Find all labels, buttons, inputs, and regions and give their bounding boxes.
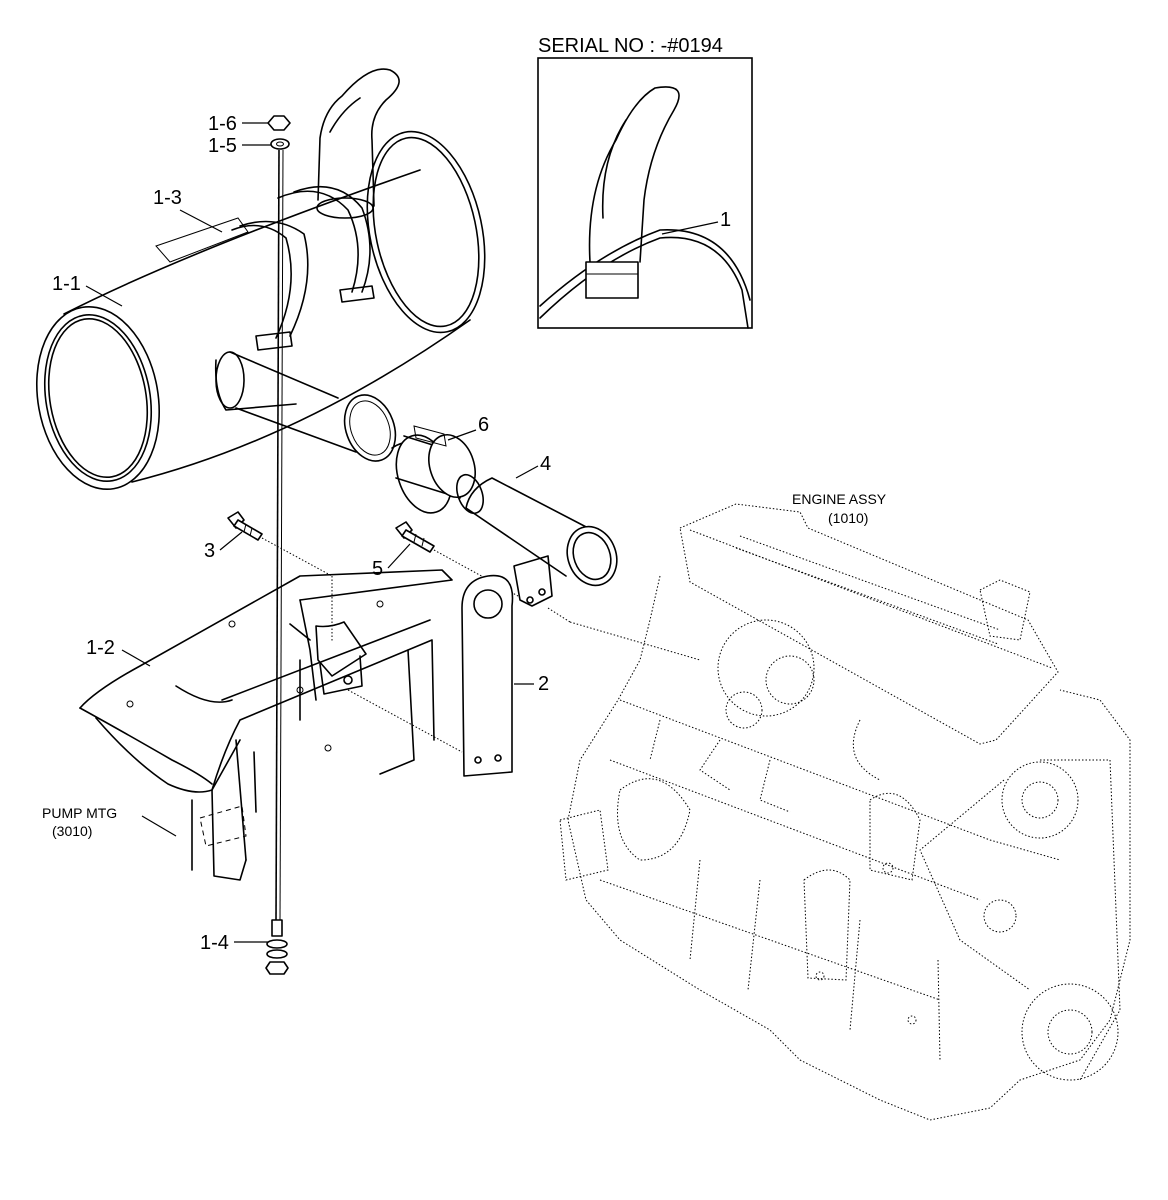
- callout-4: 4: [540, 453, 551, 475]
- bolt-3: [227, 511, 263, 541]
- callout-1-4: 1-4: [200, 932, 229, 954]
- muffler-bracket: [79, 569, 453, 881]
- exhaust-pipe: [456, 473, 618, 607]
- serial-inset: SERIAL NO : -#0194 1: [537, 35, 753, 329]
- inset-title: SERIAL NO : -#0194: [538, 35, 723, 57]
- long-bolt: [275, 149, 280, 923]
- engine-assy-label: ENGINE ASSY: [792, 491, 887, 507]
- callout-2: 2: [538, 673, 549, 695]
- callout-1-6: 1-6: [208, 113, 237, 135]
- bolt-1-4: [265, 919, 289, 975]
- engine-assembly: [559, 503, 1131, 1121]
- callout-6: 6: [478, 414, 489, 436]
- pump-mtg-label: PUMP MTG: [42, 805, 117, 821]
- callout-1-3: 1-3: [153, 187, 182, 209]
- nut-washer: [267, 115, 291, 150]
- support-plate: [461, 574, 514, 777]
- muffler-assembly: [35, 68, 486, 490]
- callout-3: 3: [204, 540, 215, 562]
- clamp: [391, 425, 476, 514]
- bolt-5: [395, 521, 435, 553]
- pump-mtg-code: (3010): [52, 823, 92, 839]
- callout-1-5: 1-5: [208, 135, 237, 157]
- inset-callout-1: 1: [720, 209, 731, 231]
- callout-5: 5: [372, 558, 383, 580]
- engine-assy-code: (1010): [828, 510, 868, 526]
- callout-1-1: 1-1: [52, 273, 81, 295]
- callout-1-2: 1-2: [86, 637, 115, 659]
- inset-frame: [537, 57, 753, 329]
- inset-stack-pipe: [539, 86, 751, 329]
